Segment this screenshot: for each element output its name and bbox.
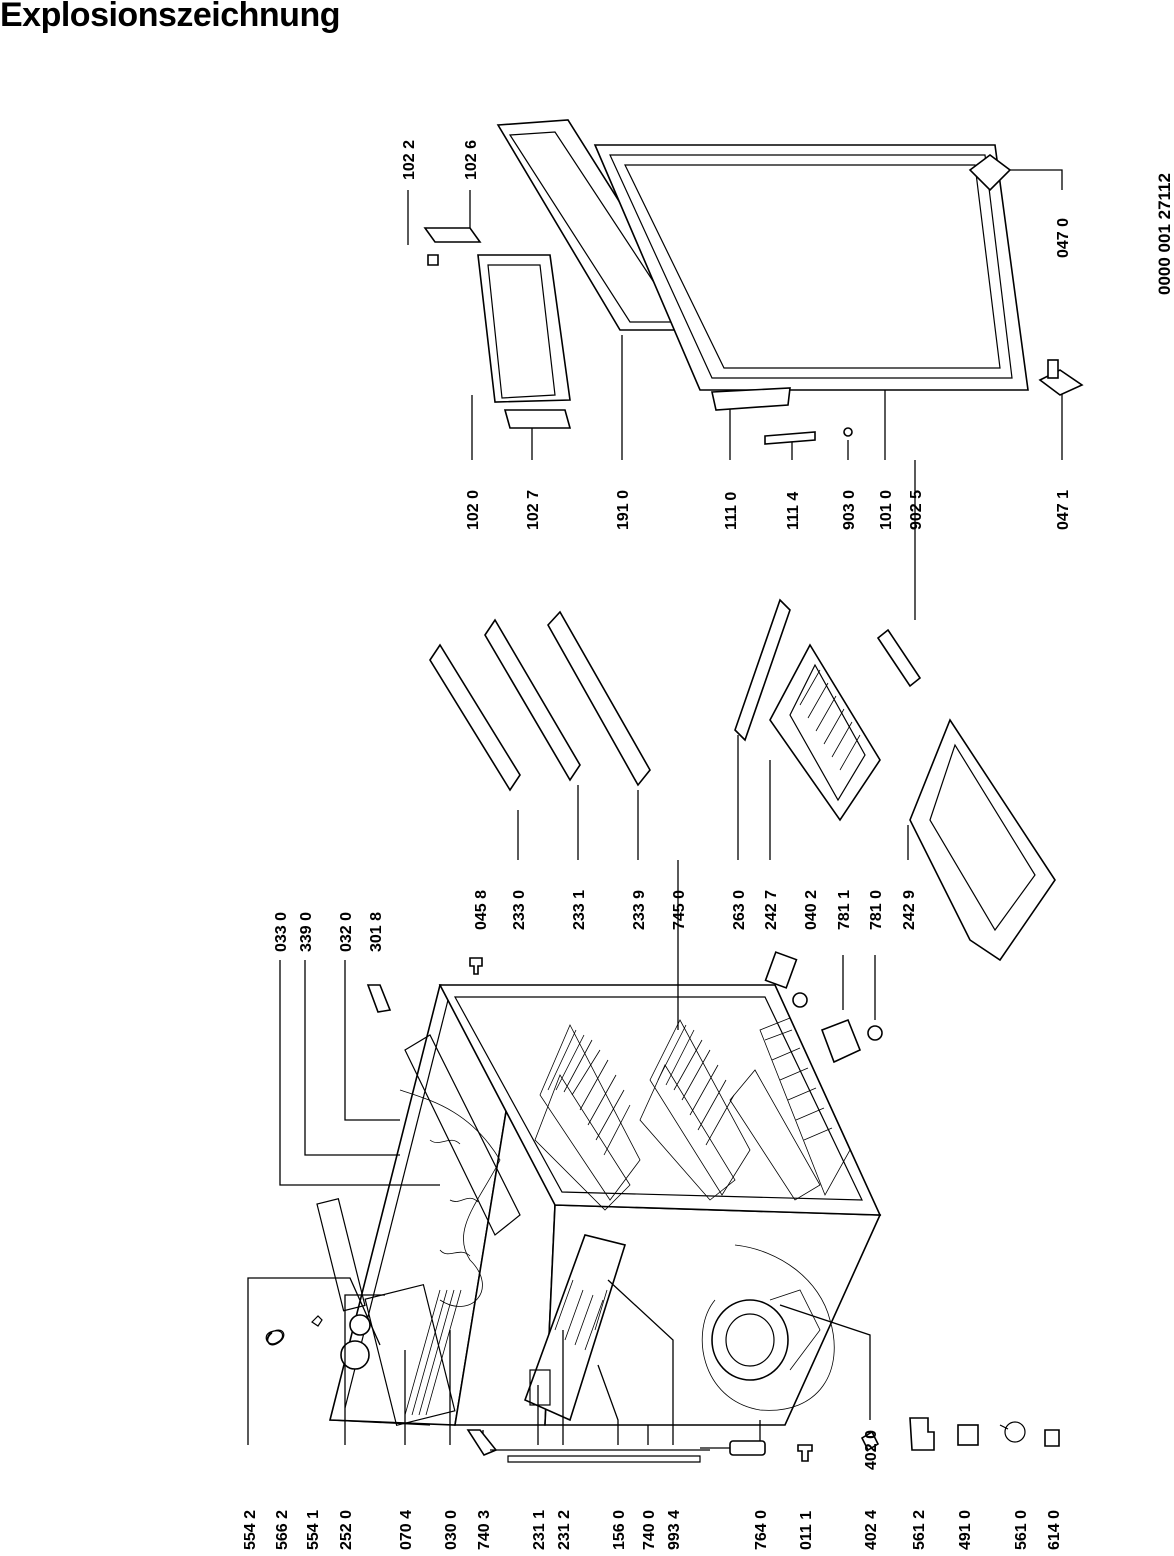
callout-554-1: 554 1 [305,1510,322,1550]
callout-011-1: 011 1 [798,1511,815,1550]
callout-903-0: 903 0 [841,490,858,530]
callout-231-1: 231 1 [531,1510,548,1550]
callout-781-1: 781 1 [836,890,853,930]
callout-402-0: 402 0 [863,1430,880,1470]
callout-102-0: 102 0 [465,490,482,530]
callout-242-7: 242 7 [763,890,780,930]
callout-047-1: 047 1 [1055,490,1072,530]
document-number: 0000 001 27112 [1155,173,1174,295]
callout-740-3: 740 3 [476,1510,493,1550]
callout-561-0: 561 0 [1013,1510,1030,1550]
callout-561-2: 561 2 [911,1510,928,1550]
middle-parts [366,598,1056,1064]
callout-233-1: 233 1 [571,890,588,930]
callout-252-0: 252 0 [338,1510,355,1550]
callout-339-0: 339 0 [298,912,315,952]
door-assembly [423,119,1084,445]
callout-033-0: 033 0 [273,912,290,952]
callout-554-2: 554 2 [242,1510,259,1550]
callout-614-0: 614 0 [1046,1510,1063,1550]
callout-233-9: 233 9 [631,890,648,930]
leader-lines [247,169,1063,1445]
callout-102-2: 102 2 [401,140,418,180]
callout-491-0: 491 0 [957,1510,974,1550]
small-parts-left [265,1315,1060,1463]
page-title: Explosionszeichnung [0,0,340,34]
callout-745-0: 745 0 [671,890,688,930]
callout-233-0: 233 0 [511,890,528,930]
callout-labels: 554 2 566 2 554 1 252 0 070 4 030 0 740 … [242,140,1072,1550]
callout-402-4: 402 4 [863,1510,880,1550]
callout-070-4: 070 4 [398,1510,415,1550]
callout-111-4: 111 4 [785,492,802,530]
callout-102-6: 102 6 [463,140,480,180]
callout-045-8: 045 8 [473,890,490,930]
callout-781-0: 781 0 [868,890,885,930]
callout-032-0: 032 0 [338,912,355,952]
callout-231-2: 231 2 [556,1510,573,1550]
callout-993-4: 993 4 [666,1510,683,1550]
callout-040-2: 040 2 [803,890,820,930]
callout-047-0: 047 0 [1055,218,1072,258]
callout-111-0: 111 0 [723,492,740,530]
callout-902-5: 902 5 [908,490,925,530]
callout-030-0: 030 0 [443,1510,460,1550]
callout-242-9: 242 9 [901,890,918,930]
callout-764-0: 764 0 [753,1510,770,1550]
callout-191-0: 191 0 [615,490,632,530]
callout-740-0: 740 0 [641,1510,658,1550]
callout-102-7: 102 7 [525,490,542,530]
callout-301-8: 301 8 [368,912,385,952]
callout-156-0: 156 0 [611,1510,628,1550]
callout-101-0: 101 0 [878,490,895,530]
cabinet-body [316,984,882,1427]
callout-566-2: 566 2 [274,1510,291,1550]
callout-263-0: 263 0 [731,890,748,930]
